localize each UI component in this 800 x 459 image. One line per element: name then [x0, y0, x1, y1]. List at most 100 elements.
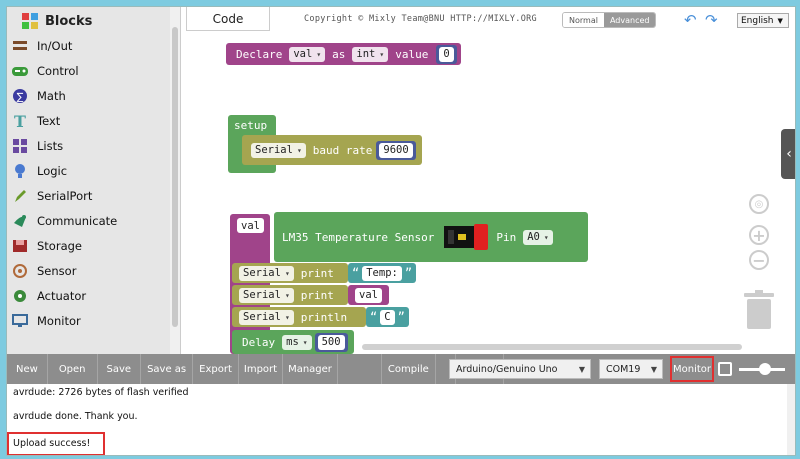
board-select[interactable]: Arduino/Genuino Uno▼	[449, 359, 591, 379]
var-field-val[interactable]: val	[355, 287, 382, 303]
category-in-out[interactable]: In/Out	[11, 35, 169, 57]
satellite-icon	[11, 213, 29, 229]
category-label: In/Out	[37, 39, 73, 53]
language-value: English	[741, 15, 774, 26]
pin-label: Pin	[496, 230, 517, 244]
actuator-icon	[11, 288, 29, 304]
text-block-c[interactable]: “ C ”	[366, 307, 409, 327]
category-math[interactable]: ∑ Math	[11, 85, 169, 107]
svg-text:T: T	[14, 113, 26, 129]
zoom-slider-knob[interactable]	[759, 363, 771, 375]
mode-toggle[interactable]: Normal Advanced	[562, 12, 657, 28]
serial-port-dropdown[interactable]: Serial	[239, 287, 294, 303]
manager-button[interactable]: Manager	[283, 354, 338, 384]
text-icon: T	[11, 113, 29, 129]
category-control[interactable]: Control	[11, 60, 169, 82]
category-label: SerialPort	[37, 189, 93, 203]
language-select[interactable]: English▼	[737, 13, 789, 28]
console-line-success: Upload success!	[13, 438, 91, 449]
sidebar-scroll-thumb[interactable]	[172, 27, 178, 327]
export-button[interactable]: Export	[193, 354, 239, 384]
category-label: Text	[37, 114, 61, 128]
category-monitor[interactable]: Monitor	[11, 310, 169, 332]
import-button[interactable]: Import	[239, 354, 284, 384]
mode-advanced-button[interactable]: Advanced	[603, 13, 656, 27]
zoom-out-icon[interactable]: −	[749, 250, 769, 270]
serial-print-block-2[interactable]: Serial print	[232, 285, 348, 305]
baud-value-block[interactable]: 9600	[376, 140, 416, 160]
bulb-icon	[11, 163, 29, 179]
console-scrollbar[interactable]	[787, 384, 795, 455]
port-value: COM19	[606, 363, 641, 375]
var-block-val[interactable]: val	[348, 285, 389, 305]
open-button[interactable]: Open	[48, 354, 98, 384]
serial-baud-block[interactable]: Serial baud rate 9600	[242, 135, 422, 165]
new-button[interactable]: New	[7, 354, 48, 384]
save-as-button[interactable]: Save as	[141, 354, 194, 384]
text-field-temp[interactable]: Temp:	[362, 265, 402, 281]
block-workspace[interactable]: Code Copyright © Mixly Team@BNU HTTP://M…	[182, 7, 795, 354]
in-out-icon	[11, 38, 29, 54]
chevron-down-icon: ▼	[578, 364, 585, 374]
print-fn-label: print	[300, 288, 334, 302]
delay-unit-dropdown[interactable]: ms	[282, 334, 312, 350]
save-button[interactable]: Save	[98, 354, 142, 384]
assign-var-field[interactable]: val	[237, 218, 264, 233]
console-line: avrdude: 2726 bytes of flash verified	[13, 387, 189, 398]
category-actuator[interactable]: Actuator	[11, 285, 169, 307]
chevron-left-icon[interactable]: ‹	[781, 129, 795, 179]
mode-normal-button[interactable]: Normal	[563, 13, 604, 27]
undo-icon[interactable]: ↶	[684, 11, 697, 29]
zoom-in-icon[interactable]: +	[749, 225, 769, 245]
declare-type-dropdown[interactable]: int	[352, 46, 389, 62]
print-fn-label: print	[300, 266, 334, 280]
serial-println-block[interactable]: Serial println	[232, 307, 366, 327]
delay-label: Delay	[242, 335, 276, 349]
serial-port-dropdown[interactable]: Serial	[239, 265, 294, 281]
delay-block[interactable]: Delay ms 500	[232, 330, 354, 354]
workspace-horizontal-scrollbar[interactable]	[362, 344, 742, 350]
declare-block[interactable]: Declare val as int value 0	[226, 43, 461, 65]
declare-var-field[interactable]: val	[289, 46, 326, 62]
baud-value-field[interactable]: 9600	[379, 142, 413, 158]
category-communicate[interactable]: Communicate	[11, 210, 169, 232]
compile-button[interactable]: Compile	[382, 354, 436, 384]
setup-label: setup	[234, 119, 268, 132]
category-storage[interactable]: Storage	[11, 235, 169, 257]
delay-value-field[interactable]: 500	[317, 334, 345, 350]
trash-icon[interactable]	[742, 290, 776, 330]
text-field-c[interactable]: C	[380, 309, 395, 325]
serial-print-block-1[interactable]: Serial print	[232, 263, 348, 283]
recenter-icon[interactable]: ◎	[749, 194, 769, 214]
category-logic[interactable]: Logic	[11, 160, 169, 182]
serial-port-dropdown[interactable]: Serial	[251, 142, 306, 158]
chip-icon[interactable]	[718, 362, 732, 376]
quote-open-icon: “	[370, 310, 378, 324]
category-label: Monitor	[37, 314, 81, 328]
lm35-sensor-block[interactable]: LM35 Temperature Sensor Pin A0	[274, 212, 588, 262]
quote-open-icon: “	[352, 266, 360, 280]
delay-value-block[interactable]: 500	[314, 332, 348, 352]
port-select[interactable]: COM19▼	[599, 359, 663, 379]
blocks-logo-icon	[22, 13, 38, 29]
sidebar-scrollbar[interactable]	[170, 7, 180, 354]
text-block-temp[interactable]: “ Temp: ”	[348, 263, 417, 283]
category-lists[interactable]: Lists	[11, 135, 169, 157]
monitor-button[interactable]: Monitor	[670, 356, 714, 382]
declare-value-field[interactable]: 0	[439, 46, 454, 62]
block-category-sidebar: Blocks In/Out Control ∑ Math T Text List…	[7, 7, 181, 354]
category-serialport[interactable]: SerialPort	[11, 185, 169, 207]
category-text[interactable]: T Text	[11, 110, 169, 132]
serial-port-dropdown[interactable]: Serial	[239, 309, 294, 325]
upload-success-highlight	[7, 432, 105, 455]
toolbar-spacer	[338, 354, 382, 384]
declare-value-block[interactable]: 0	[436, 44, 457, 64]
storage-icon	[11, 238, 29, 254]
output-console[interactable]: avrdude: 2726 bytes of flash verified av…	[7, 384, 795, 455]
redo-icon[interactable]: ↷	[705, 11, 718, 29]
blocks-header: Blocks	[21, 11, 92, 31]
pin-dropdown[interactable]: A0	[523, 229, 553, 245]
console-line: avrdude done. Thank you.	[13, 411, 138, 422]
category-sensor[interactable]: Sensor	[11, 260, 169, 282]
tab-code[interactable]: Code	[186, 7, 270, 31]
